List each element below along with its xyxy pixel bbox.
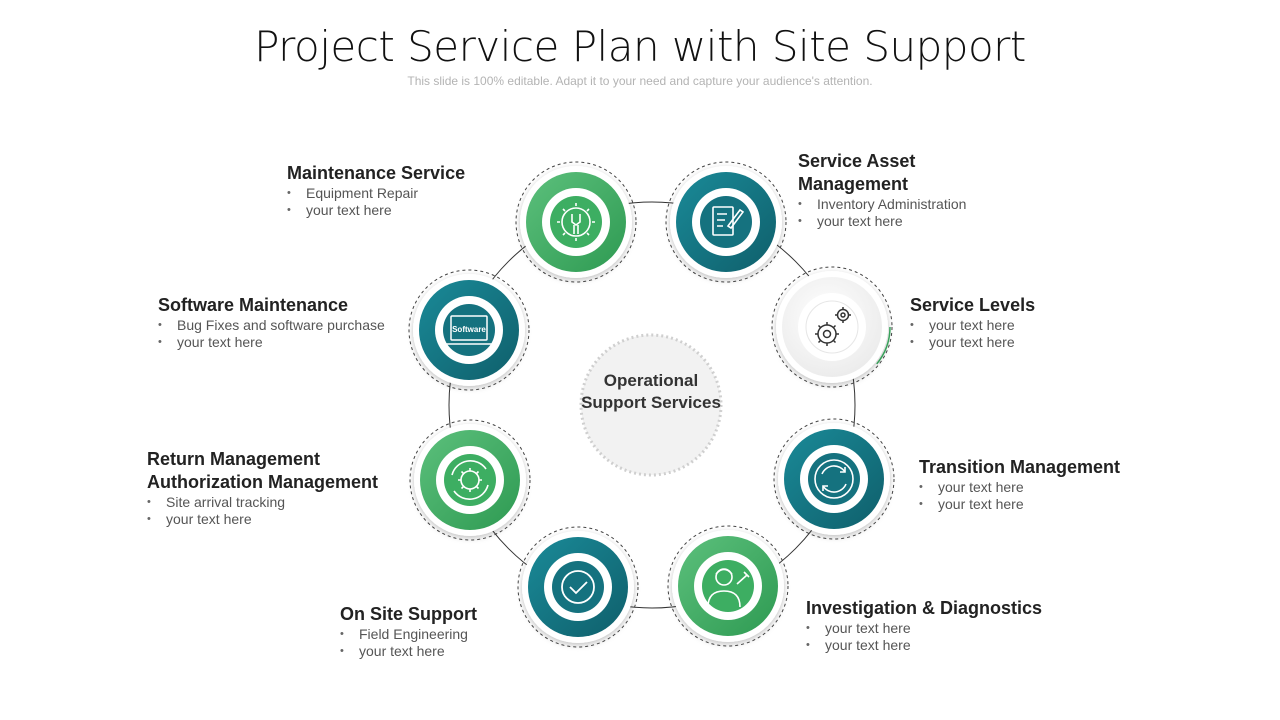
bullet-item: your text here <box>919 479 1159 496</box>
block-heading: Authorization Management <box>147 472 379 492</box>
bullet-item: Field Engineering <box>340 626 520 643</box>
bullet-item: Inventory Administration <box>798 196 1028 213</box>
slide-title: Project Service Plan with Site Support <box>254 22 1026 71</box>
bullet-item: your text here <box>158 334 408 351</box>
text-block-on-site-support: On Site Support Field Engineering your t… <box>340 603 520 660</box>
node-transition-management <box>773 418 895 540</box>
center-circle <box>579 333 723 477</box>
check-circle-icon <box>561 570 595 604</box>
block-heading: Transition Management <box>919 457 1121 477</box>
bullet-item: your text here <box>340 643 520 660</box>
text-block-software-maintenance: Software Maintenance Bug Fixes and softw… <box>158 294 408 351</box>
text-block-return-management: Return Management Authorization Manageme… <box>147 448 407 528</box>
bullet-item: Equipment Repair <box>287 185 517 202</box>
block-heading: Management <box>798 174 909 194</box>
document-pen-icon <box>712 206 745 236</box>
bullet-item: your text here <box>910 334 1140 351</box>
text-block-maintenance-service: Maintenance Service Equipment Repair you… <box>287 162 517 219</box>
bullet-item: your text here <box>287 202 517 219</box>
block-heading: On Site Support <box>340 604 477 624</box>
node-service-levels <box>771 266 893 388</box>
bullet-item: your text here <box>147 511 407 528</box>
block-heading: Software Maintenance <box>158 295 349 315</box>
node-on-site-support <box>517 526 639 648</box>
laptop-software-label: Software <box>452 325 486 334</box>
text-block-service-asset-management: Service Asset Management Inventory Admin… <box>798 150 1028 230</box>
node-software-maintenance: Software <box>408 269 530 391</box>
bullet-item: Site arrival tracking <box>147 494 407 511</box>
laptop-software-icon: Software <box>446 315 492 345</box>
node-service-asset-management <box>665 161 787 283</box>
block-heading: Investigation & Diagnostics <box>806 598 1043 618</box>
bullet-item: your text here <box>910 317 1140 334</box>
bullet-item: your text here <box>806 620 1076 637</box>
block-heading: Service Asset <box>798 151 916 171</box>
connector-ring <box>448 201 856 609</box>
block-heading: Maintenance Service <box>287 163 466 183</box>
technician-icon <box>707 568 750 608</box>
node-maintenance-service <box>515 161 637 283</box>
node-investigation-diagnostics <box>667 525 789 647</box>
text-block-transition-management: Transition Management your text here you… <box>919 456 1159 513</box>
bullet-item: your text here <box>806 637 1076 654</box>
text-block-service-levels: Service Levels your text here your text … <box>910 294 1140 351</box>
gear-cycle-icon <box>451 460 489 500</box>
bullet-item: your text here <box>798 213 1028 230</box>
gears-icon <box>815 307 851 346</box>
text-block-investigation-diagnostics: Investigation & Diagnostics your text he… <box>806 597 1076 654</box>
block-heading: Return Management <box>147 449 321 469</box>
wrench-gear-icon <box>557 203 595 241</box>
slide-subtitle: This slide is 100% editable. Adapt it to… <box>407 74 873 88</box>
node-return-management <box>409 419 531 541</box>
bullet-item: your text here <box>919 496 1159 513</box>
refresh-cycle-icon <box>814 459 854 499</box>
block-heading: Service Levels <box>910 295 1036 315</box>
center-label: Operational Support Services <box>581 371 721 412</box>
bullet-item: Bug Fixes and software purchase <box>158 317 408 334</box>
